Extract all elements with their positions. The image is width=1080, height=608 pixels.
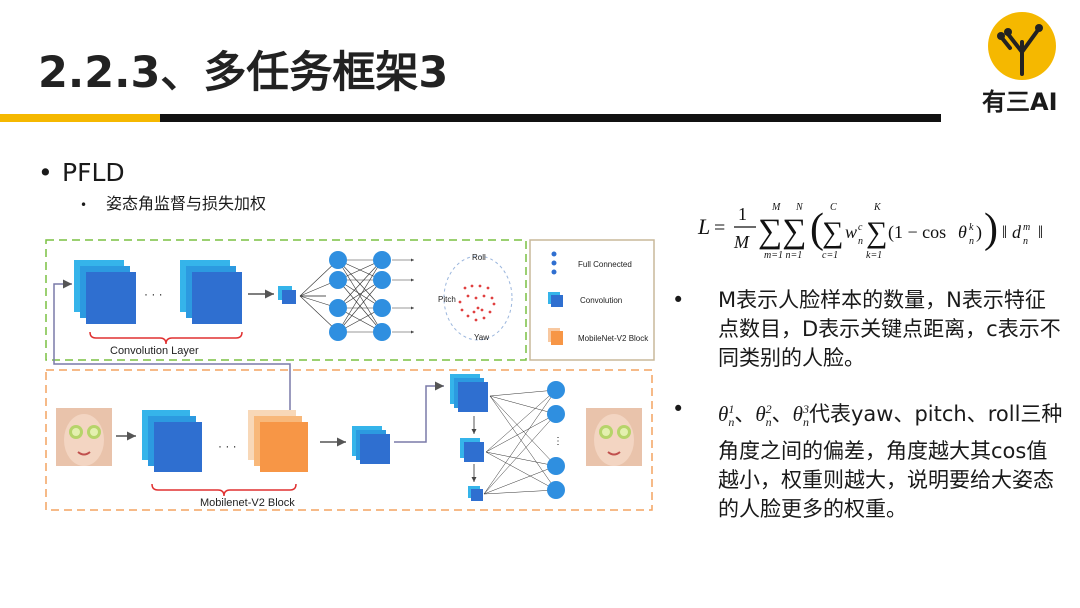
backbone-conv-stack (142, 410, 202, 472)
output-face-image-right (586, 408, 642, 466)
svg-text:L: L (697, 214, 710, 239)
svg-text:m=1 n=1: m=1 n=1 (764, 250, 802, 261)
svg-text:): ) (976, 222, 982, 243)
svg-text:‖: ‖ (1002, 222, 1007, 242)
bullet-pose-supervision: •姿态角监督与损失加权 (80, 194, 267, 213)
conv-layer-label: Convolution Layer (110, 345, 199, 357)
backbone-fc-nodes (547, 381, 565, 499)
legend-mobilenet-label: MobileNet-V2 Block (578, 334, 649, 343)
svg-text:k=1: k=1 (866, 250, 882, 261)
svg-text:d: d (1012, 222, 1022, 242)
auxiliary-net-box (45, 239, 527, 361)
slide-title: 2.2.3、多任务框架3 (38, 48, 449, 98)
svg-text:=: = (714, 217, 725, 239)
svg-text:‖: ‖ (1038, 222, 1043, 242)
aux-fc-nodes (329, 251, 391, 341)
mobilenet-brace (151, 483, 297, 497)
input-face-image-left (56, 408, 112, 466)
svg-text:): ) (984, 206, 998, 252)
backbone-ellipsis: · · · (218, 439, 237, 453)
aux-branch-connector (53, 279, 291, 416)
bullet-pfld: •PFLD (38, 158, 125, 187)
mobilenet-block-stack (248, 410, 308, 472)
pose-pitch-label: Pitch (438, 295, 456, 304)
svg-text:(: ( (810, 206, 824, 252)
loss-formula: L = 1 M M ∑∑ N m=1 n=1 ( C ∑ c=1 w c n K… (697, 202, 1043, 261)
title-underline-accent (0, 114, 160, 122)
svg-text:M: M (771, 202, 781, 213)
legend-conv-label: Convolution (580, 296, 622, 305)
legend: Full Connected Convolution MobileNet-V2 … (548, 251, 649, 345)
backbone-net-box (45, 369, 653, 511)
svg-text:n: n (1023, 236, 1028, 247)
bullet-pose-supervision-text: 姿态角监督与损失加权 (106, 194, 267, 213)
svg-text:K: K (873, 202, 882, 213)
bullet-pfld-text: PFLD (62, 158, 125, 187)
svg-text:M: M (733, 232, 750, 252)
svg-text:N: N (795, 202, 804, 213)
svg-text:m: m (1023, 222, 1030, 233)
mobilenet-label: Mobilenet-V2 Block (200, 497, 295, 509)
svg-text:1: 1 (738, 204, 747, 224)
svg-text:∑∑: ∑∑ (758, 213, 806, 250)
svg-text:k: k (969, 222, 974, 233)
note-variables-text: M表示人脸样本的数量，N表示特征点数目，D表示关键点距离，c表示不同类别的人脸。 (718, 288, 1061, 370)
you-san-logo-icon (988, 12, 1056, 80)
svg-text:C: C (830, 202, 837, 213)
svg-text:∑: ∑ (866, 216, 887, 249)
svg-text:∑: ∑ (822, 216, 843, 249)
pose-yaw-label: Yaw (474, 333, 489, 342)
backbone-conv-small (352, 426, 390, 464)
svg-text:(1 − cos: (1 − cos (888, 222, 946, 243)
backbone-fc-net (483, 389, 557, 495)
svg-text:c: c (858, 222, 863, 233)
svg-text:n: n (969, 236, 974, 247)
svg-text:n: n (858, 236, 863, 247)
aux-conv-stack-2 (180, 260, 242, 324)
svg-text:w: w (845, 222, 857, 242)
multi-scale-conv-1 (450, 374, 488, 412)
conv-layer-brace (89, 331, 243, 345)
pfld-network-diagram: Full Connected Convolution MobileNet-V2 … (45, 239, 655, 511)
note-angles-text: θn1、θn2、θn3代表yaw、pitch、roll三种角度之间的偏差，角度越… (718, 402, 1063, 522)
multi-scale-conv-2 (460, 438, 484, 462)
svg-text:θ: θ (958, 222, 967, 242)
legend-box (529, 239, 655, 361)
aux-ellipsis: · · · (144, 287, 163, 301)
multi-scale-conv-3 (468, 486, 483, 501)
aux-conv-stack-1 (74, 260, 136, 324)
pose-angle-illustration: Roll Pitch Yaw (438, 253, 513, 342)
note-angles-body: 代表yaw、pitch、roll三种角度之间的偏差，角度越大其cos值越小，权重… (718, 402, 1063, 522)
logo-text: 有三AI (982, 88, 1058, 116)
title-underline (160, 114, 941, 122)
legend-fc-label: Full Connected (578, 260, 632, 269)
fc-vertical-ellipsis: ⋮ (553, 436, 563, 447)
pose-roll-label: Roll (472, 253, 486, 262)
svg-text:c=1: c=1 (822, 250, 838, 261)
